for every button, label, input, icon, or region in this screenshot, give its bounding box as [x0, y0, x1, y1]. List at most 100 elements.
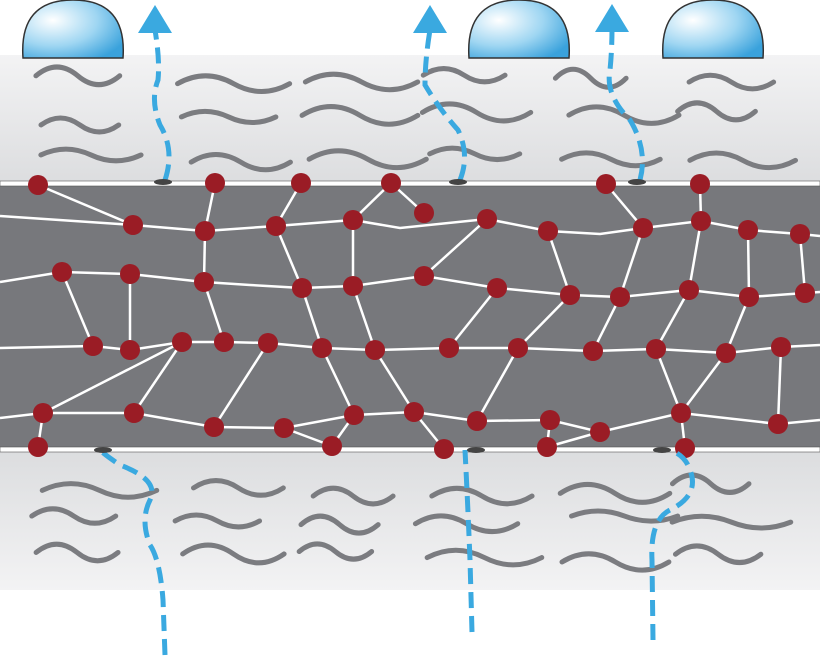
crosslink	[724, 296, 751, 354]
water-path	[649, 447, 695, 641]
membrane-pore	[467, 447, 485, 453]
crosslink-node	[633, 218, 653, 238]
membrane-pore	[653, 447, 671, 453]
polymer-fiber	[33, 541, 121, 564]
water-droplet-icon	[468, 0, 570, 59]
crosslink-node	[172, 332, 192, 352]
water-droplets	[22, 0, 764, 59]
crosslink	[654, 348, 683, 414]
membrane-bottom-edge	[0, 446, 820, 453]
crosslink	[517, 294, 571, 349]
water-path	[152, 29, 172, 181]
polymer-fiber	[675, 100, 758, 123]
crosslink	[475, 347, 520, 422]
crosslink-node	[610, 287, 630, 307]
crosslink	[132, 341, 184, 414]
crosslink-node	[414, 266, 434, 286]
crosslink	[373, 349, 416, 413]
crosslink-node	[771, 337, 791, 357]
polymer-fiber	[568, 508, 681, 524]
membrane-pore	[154, 179, 172, 185]
crosslink	[274, 225, 304, 289]
crosslink-node	[508, 338, 528, 358]
crosslink	[448, 287, 498, 349]
crosslink-node	[739, 287, 759, 307]
crosslink-node	[194, 272, 214, 292]
polymer-fiber	[188, 151, 293, 173]
polymer-fiber	[427, 145, 523, 163]
crosslink-node	[120, 340, 140, 360]
crosslink-node	[404, 402, 424, 422]
crosslink-node	[691, 211, 711, 231]
water-paths	[94, 4, 695, 656]
crosslink-node	[716, 343, 736, 363]
crosslink-node	[52, 262, 72, 282]
crosslink	[746, 229, 751, 298]
crosslink-node	[214, 332, 234, 352]
water-droplet-icon	[662, 0, 764, 59]
polymer-fiber	[299, 104, 421, 127]
crosslink-node	[590, 422, 610, 442]
crosslink-node	[381, 173, 401, 193]
crosslink	[654, 289, 691, 350]
crosslink-node	[258, 333, 278, 353]
crosslink	[42, 340, 183, 415]
polymer-fiber	[180, 542, 287, 566]
arrow-head-icon	[595, 4, 629, 32]
crosslink	[546, 230, 572, 296]
polymer-fiber	[298, 513, 381, 536]
polymer-fiber	[38, 115, 122, 135]
crosslink	[212, 342, 270, 428]
crosslink	[687, 220, 703, 291]
crosslink-node	[646, 339, 666, 359]
crosslink-node	[467, 411, 487, 431]
crosslink-node	[344, 405, 364, 425]
crosslink-node	[679, 280, 699, 300]
crosslink-node	[365, 340, 385, 360]
crosslink-nodes	[28, 173, 815, 459]
arrow-head-icon	[413, 5, 447, 33]
crosslink-node	[537, 437, 557, 457]
crosslink	[300, 287, 324, 349]
polymer-fiber	[29, 506, 119, 526]
polymer-fiber	[306, 148, 429, 171]
crosslink-node	[204, 417, 224, 437]
polymer-fiber	[552, 66, 629, 90]
crosslink-node	[434, 439, 454, 459]
crosslink-node	[343, 210, 363, 230]
water-path	[606, 27, 645, 181]
crosslink-node	[790, 224, 810, 244]
polymer-fiber	[420, 66, 508, 85]
crosslink-node	[343, 276, 363, 296]
crosslink-node	[560, 285, 580, 305]
crosslink-node	[28, 437, 48, 457]
crosslink-node	[671, 403, 691, 423]
crosslink-node	[312, 338, 332, 358]
crosslink	[591, 296, 622, 352]
crosslink	[202, 281, 226, 343]
crosslink-node	[292, 278, 312, 298]
polymer-fiber	[669, 472, 752, 495]
crosslink-node	[738, 220, 758, 240]
polymer-fiber	[310, 485, 396, 507]
crosslink-node	[28, 175, 48, 195]
arrow-head-icon	[138, 5, 172, 33]
membrane-top-edge	[0, 180, 820, 187]
crosslink-node	[120, 264, 140, 284]
polymer-fiber	[559, 150, 663, 169]
polymer-fiber	[669, 513, 794, 531]
membrane-pore	[628, 179, 646, 185]
crosslink-node	[195, 221, 215, 241]
crosslink-node	[266, 216, 286, 236]
polymer-fiber	[424, 547, 545, 568]
crosslink-node	[690, 174, 710, 194]
water-path	[422, 29, 467, 181]
crosslink	[776, 346, 783, 425]
polymer-fiber	[672, 543, 764, 565]
crosslink-node	[477, 209, 497, 229]
crosslink-node	[414, 203, 434, 223]
polymer-fiber	[686, 72, 777, 92]
crosslink	[37, 183, 134, 227]
crosslink-node	[487, 278, 507, 298]
